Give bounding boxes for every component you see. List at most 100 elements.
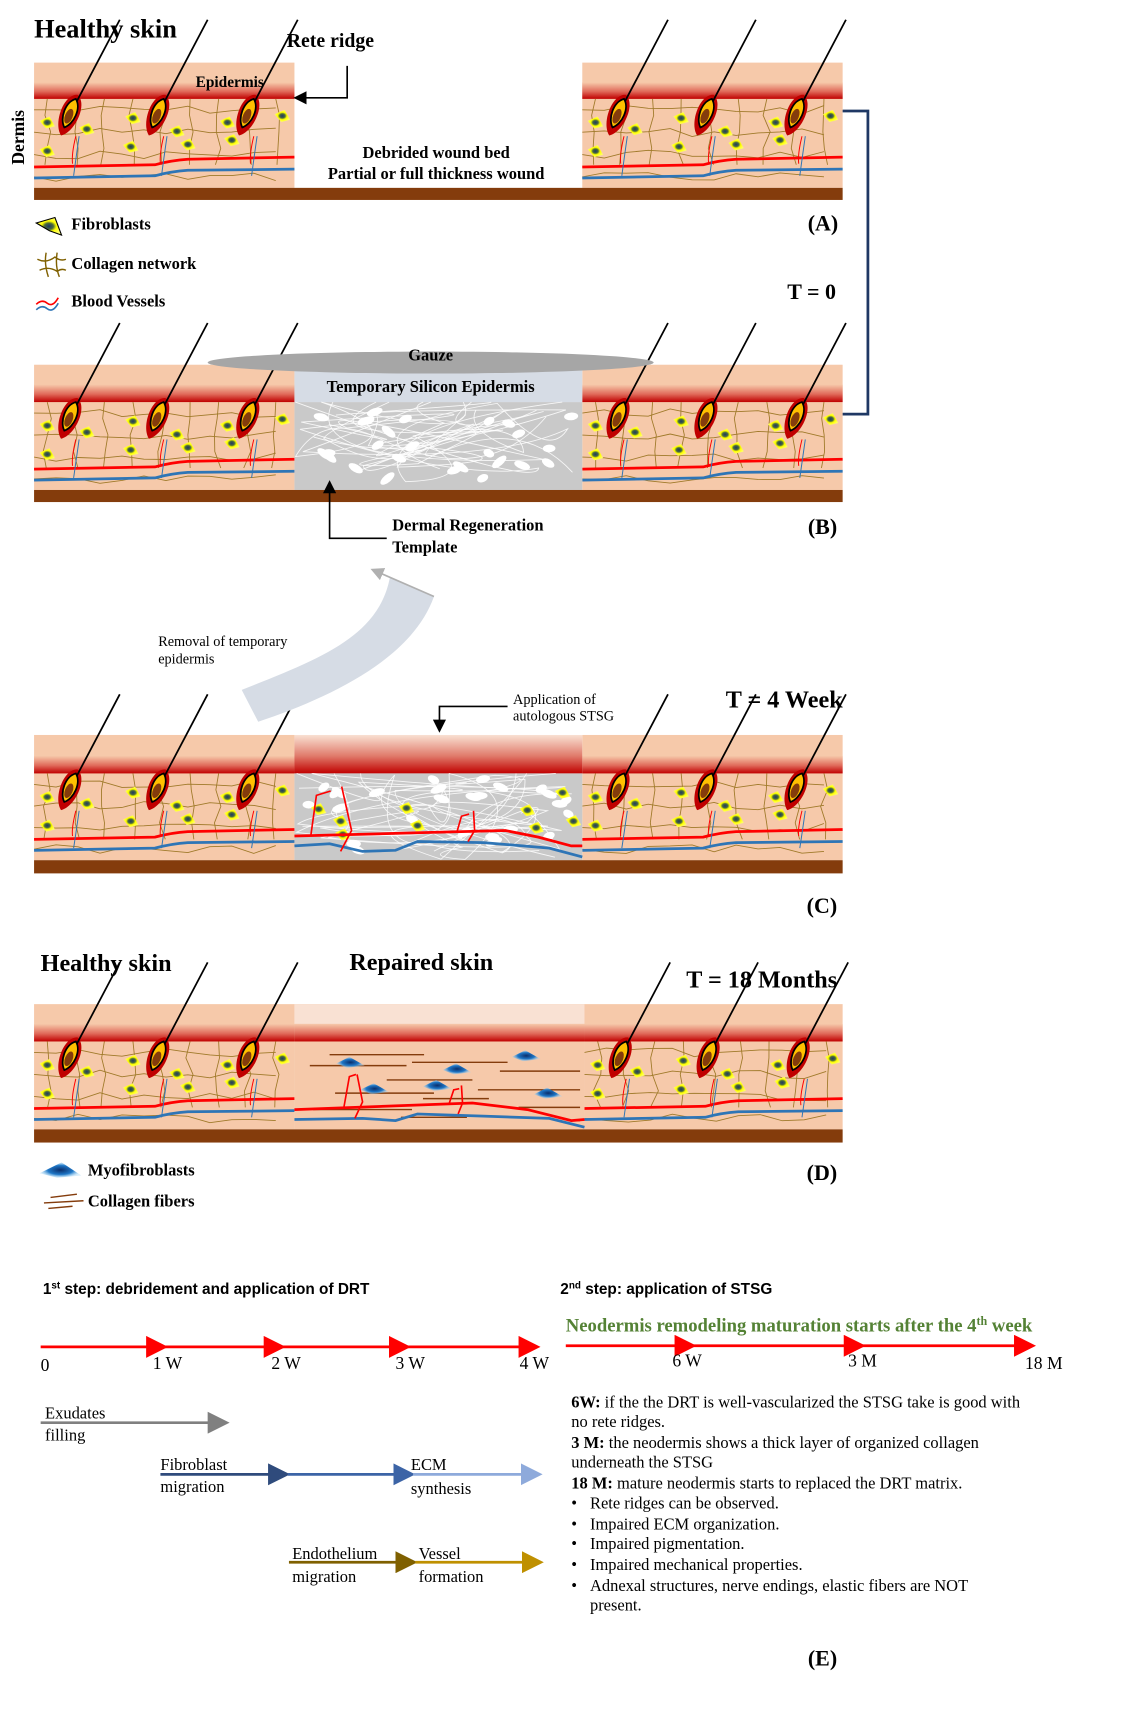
capillary-blue — [161, 1078, 168, 1118]
hair-shaft — [802, 322, 847, 405]
healthy-skin-block — [33, 693, 299, 861]
drt-pore — [541, 458, 555, 468]
drt-fiber — [294, 401, 547, 459]
timeline-1: 0 1 W 2 W 3 W 4 W — [41, 1335, 550, 1375]
collagen-network — [100, 98, 105, 165]
collagen-network — [185, 1041, 194, 1108]
drt-pore — [368, 788, 385, 798]
timeline-2: 6 W 3 M 18 M — [565, 1334, 1063, 1373]
epidermis-layer — [34, 755, 295, 774]
myofibroblast — [422, 1079, 452, 1091]
dermal-papilla — [700, 783, 710, 799]
capillary-blue — [801, 1078, 808, 1118]
blood-vessel-red — [34, 828, 295, 841]
drt-matrix — [294, 402, 583, 490]
fibroblast — [825, 1052, 841, 1065]
healthy-skin-block — [33, 322, 299, 490]
dermal-papilla — [612, 783, 622, 799]
capillary-blue — [73, 1078, 80, 1118]
hair-shaft — [804, 961, 849, 1045]
fibroblast — [39, 790, 55, 804]
exudates-label-2: filling — [45, 1425, 85, 1444]
blood-vessel-blue — [34, 167, 295, 180]
collagen-network — [271, 402, 277, 469]
fibroblast — [673, 415, 689, 428]
svg-text:•: • — [571, 1555, 577, 1574]
dermal-papilla — [790, 412, 800, 427]
fibroblast — [224, 1076, 240, 1089]
fibroblast — [39, 145, 55, 158]
fibroblast — [224, 808, 240, 821]
collagen-network — [34, 1069, 276, 1079]
hair-follicle — [784, 398, 808, 439]
capillary-blue — [73, 136, 80, 176]
svg-text:•: • — [571, 1514, 577, 1533]
repaired-skin — [294, 1004, 585, 1130]
capillary-blue — [73, 810, 80, 849]
myofibroblast-icon — [39, 1162, 82, 1178]
svg-text:•: • — [571, 1534, 577, 1553]
capillary-red — [620, 810, 625, 837]
capillaries — [343, 1073, 464, 1119]
blood-vessel-blue — [582, 469, 843, 482]
svg-text:•: • — [571, 1576, 577, 1595]
stsg-arrow — [432, 705, 508, 733]
fibroblast — [767, 790, 784, 804]
bullet-item: Rete ridges can be observed. — [590, 1493, 779, 1512]
wound-with-drt — [294, 369, 583, 490]
collagen-network — [128, 98, 135, 165]
tick-label: 4 W — [520, 1353, 550, 1373]
fibroblast — [719, 1067, 735, 1080]
fibroblast — [774, 1076, 790, 1089]
hair-follicle — [146, 94, 170, 136]
fibroblast — [219, 116, 236, 129]
tick-label: 3 M — [848, 1351, 877, 1371]
dermal-papilla — [614, 1051, 624, 1067]
drt-arrow — [323, 480, 387, 540]
fibroblast — [274, 413, 291, 426]
exudates-label: Exudates — [45, 1403, 105, 1422]
healthy-skin-block — [582, 693, 847, 861]
fibroblast — [822, 784, 839, 797]
fibroblast — [169, 428, 185, 441]
collagen-network — [34, 823, 276, 831]
hair-shaft — [802, 693, 847, 777]
removal-label-line1: Removal of temporary — [158, 634, 288, 650]
blood-vessel-red — [34, 155, 295, 169]
myofibroblast — [533, 1087, 563, 1099]
hair-shaft — [624, 693, 669, 777]
legend-collagen-fibers: Collagen fibers — [43, 1191, 194, 1210]
capillary-blue — [623, 1078, 631, 1118]
hair-shaft — [802, 19, 847, 102]
hair-follicle — [146, 769, 170, 811]
collagen-network — [733, 401, 743, 469]
removal-arrowhead — [370, 568, 435, 598]
fibroblast — [219, 790, 236, 804]
panel-d: Healthy skin Repaired skin T = 18 Months… — [39, 949, 837, 1210]
fibroblast — [589, 1087, 606, 1100]
drt-pore — [564, 412, 579, 421]
fibroblast — [673, 112, 689, 125]
panel-c: T = 4 Week Application of autologous STS… — [432, 686, 843, 918]
fibroblast — [409, 819, 426, 832]
fibroblast — [274, 1052, 291, 1065]
process-arrows: Exudates filling Fibroblast migration EC… — [40, 1403, 544, 1586]
drt-pore — [371, 440, 384, 450]
wound-base — [34, 187, 843, 200]
epidermis-layer — [582, 755, 843, 774]
fibroblast — [39, 419, 55, 432]
collagen-network — [677, 402, 685, 469]
drt-fiber — [301, 401, 545, 461]
collagen-fibers-icon — [43, 1193, 84, 1210]
fibroblast — [673, 1083, 689, 1096]
fibroblast — [717, 125, 733, 138]
drt-label-line2: Template — [392, 538, 457, 557]
fibroblast — [180, 812, 196, 826]
legend-blood-vessels: Blood Vessels — [35, 292, 165, 311]
drt-pore — [392, 453, 407, 463]
tick-label: 6 W — [672, 1351, 702, 1371]
collagen-network — [187, 402, 191, 469]
drt-pore — [483, 449, 495, 458]
hair-shaft — [626, 961, 671, 1045]
time-zero-label: T = 0 — [787, 279, 836, 304]
